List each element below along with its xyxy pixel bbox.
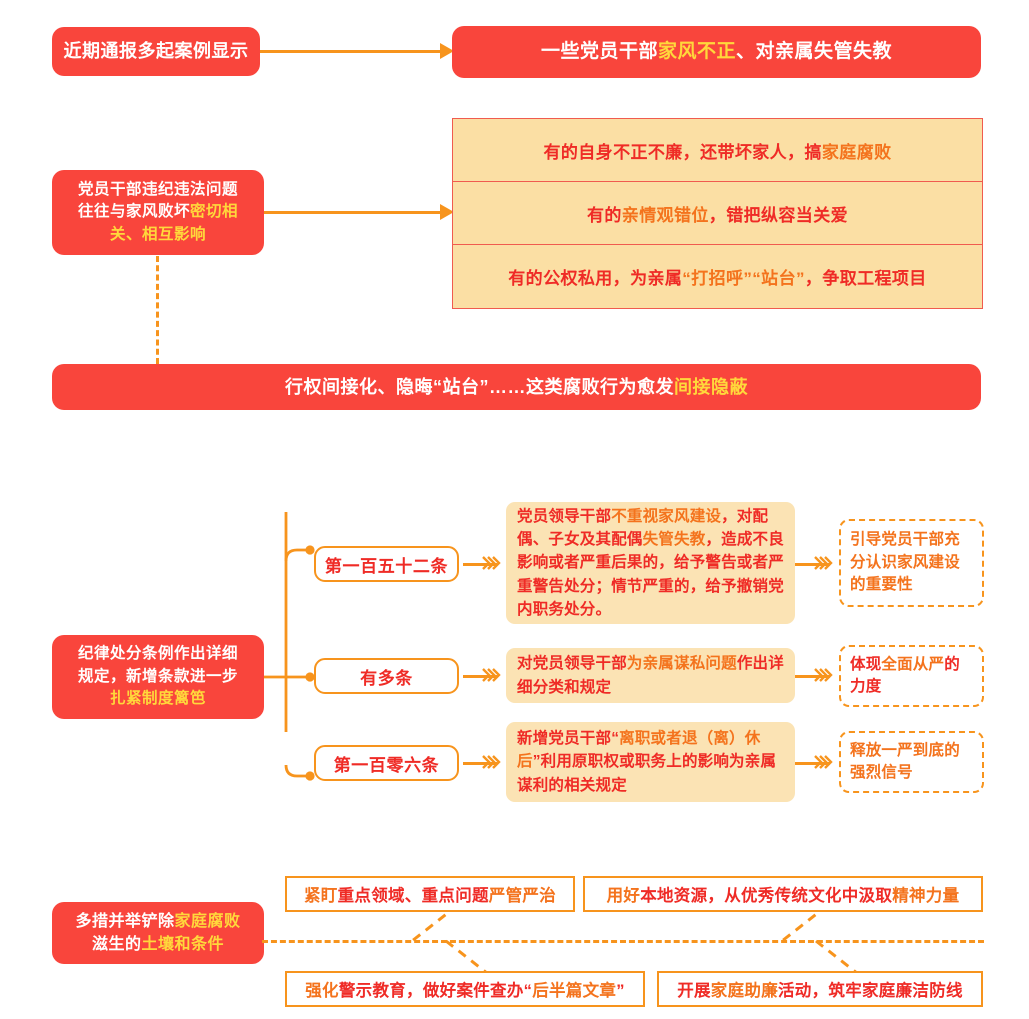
chevron-arrow-3-icon xyxy=(482,755,501,769)
chevron-arrow-out-3-icon xyxy=(814,755,833,769)
table-row: 有的公权私用，为亲属“打招呼”“站台”，争取工程项目 xyxy=(452,244,983,309)
branch-outcome-1: 引导党员干部充分认识家风建设的重要性 xyxy=(839,519,984,607)
s2-left-line2: 往往与家风败坏密切相 xyxy=(77,203,239,221)
connector-line-outcome-3 xyxy=(795,762,830,765)
s4-left-line2: 滋生的土壤和条件 xyxy=(91,936,225,953)
section2-bottom-banner: 行权间接化、隐晦“站台”……这类腐败行为愈发间接隐蔽 xyxy=(52,364,981,410)
chevron-arrow-out-1-icon xyxy=(814,556,833,570)
branch-label-3[interactable]: 第一百零六条 xyxy=(314,745,459,781)
connector-line-branch-2 xyxy=(463,675,497,678)
branch-content-1-text: 党员领导干部不重视家风建设，对配偶、子女及其配偶失管失教，造成不良影响或者严重后… xyxy=(517,507,784,618)
measure-bottom-2-text: 开展家庭助廉活动，筑牢家庭廉洁防线 xyxy=(677,982,963,1000)
chevron-arrow-2-icon xyxy=(482,668,501,682)
connector-line-1 xyxy=(260,50,448,53)
chevron-arrow-1-icon xyxy=(482,556,501,570)
branch-content-1: 党员领导干部不重视家风建设，对配偶、子女及其配偶失管失教，造成不良影响或者严重后… xyxy=(506,502,795,624)
branch-outcome-3: 释放一严到底的强烈信号 xyxy=(839,731,984,793)
section2-table: 有的自身不正不廉，还带坏家人，搞家庭腐败 有的亲情观错位，错把纵容当关爱 有的公… xyxy=(452,118,983,309)
measure-box-top-1[interactable]: 紧盯重点领域、重点问题严管严治 xyxy=(285,876,575,912)
branch-label-1-text: 第一百五十二条 xyxy=(324,556,449,576)
table-row: 有的自身不正不廉，还带坏家人，搞家庭腐败 xyxy=(452,118,983,181)
source-label-box: 近期通报多起案例显示 xyxy=(52,27,260,76)
connector-dashed-horizontal xyxy=(262,940,984,943)
s2-left-line1: 党员干部违纪违法问题 xyxy=(77,180,238,198)
source-label-text: 近期通报多起案例显示 xyxy=(63,41,249,62)
branch-outcome-2: 体现全面从严的力度 xyxy=(839,645,984,707)
measure-top-2-text: 用好本地资源，从优秀传统文化中汲取精神力量 xyxy=(606,887,960,905)
top-banner-highlight: 家风不正 xyxy=(657,41,736,63)
table-row: 有的亲情观错位，错把纵容当关爱 xyxy=(452,181,983,244)
measure-box-top-2[interactable]: 用好本地资源，从优秀传统文化中汲取精神力量 xyxy=(583,876,983,912)
branch-content-3-text: 新增党员干部“离职或者退（离）休后”利用原职权或职务上的影响为亲属谋利的相关规定 xyxy=(517,730,777,794)
s3-left-line3: 扎紧制度篱笆 xyxy=(109,690,206,708)
top-banner-text: 一些党员干部家风不正、对亲属失管失教 xyxy=(540,41,893,63)
connector-dashed-vertical-1 xyxy=(156,256,159,364)
row2-text: 有的亲情观错位，错把纵容当关爱 xyxy=(586,205,848,225)
top-banner: 一些党员干部家风不正、对亲属失管失教 xyxy=(452,26,981,78)
branch-outcome-1-text: 引导党员干部充分认识家风建设的重要性 xyxy=(850,531,960,594)
connector-line-outcome-1 xyxy=(795,563,830,566)
branch-bracket xyxy=(264,512,315,781)
connector-line-outcome-2 xyxy=(795,675,830,678)
section2-left-box: 党员干部违纪违法问题 往往与家风败坏密切相 关、相互影响 xyxy=(52,170,264,255)
row3-text: 有的公权私用，为亲属“打招呼”“站台”，争取工程项目 xyxy=(508,269,927,288)
measure-top-1-text: 紧盯重点领域、重点问题严管严治 xyxy=(303,887,556,905)
connector-line-branch-3 xyxy=(463,762,497,765)
branch-outcome-2-text: 体现全面从严的力度 xyxy=(850,655,960,695)
s3-left-line1: 纪律处分条例作出详细 xyxy=(77,645,238,663)
measure-box-bottom-1[interactable]: 强化警示教育，做好案件查办“后半篇文章” xyxy=(285,971,645,1007)
diagonal-connector-3 xyxy=(781,903,829,943)
chevron-arrow-out-2-icon xyxy=(814,668,833,682)
branch-label-2[interactable]: 有多条 xyxy=(314,658,459,694)
branch-content-2-text: 对党员领导干部为亲属谋私问题作出详细分类和规定 xyxy=(517,655,784,696)
diagonal-connector-1 xyxy=(411,903,459,943)
branch-outcome-3-text: 释放一严到底的强烈信号 xyxy=(850,741,960,781)
s2-left-line3: 关、相互影响 xyxy=(109,225,206,243)
s4-left-line1: 多措并举铲除家庭腐败 xyxy=(75,912,241,930)
s2-bottom-text: 行权间接化、隐晦“站台”……这类腐败行为愈发间接隐蔽 xyxy=(285,376,748,397)
connector-line-2 xyxy=(264,211,448,214)
s3-left-line2: 规定，新增条款进一步 xyxy=(77,667,238,685)
measure-box-bottom-2[interactable]: 开展家庭助廉活动，筑牢家庭廉洁防线 xyxy=(657,971,983,1007)
branch-content-2: 对党员领导干部为亲属谋私问题作出详细分类和规定 xyxy=(506,648,795,703)
connector-line-branch-1 xyxy=(463,563,497,566)
arrowhead-2 xyxy=(440,204,454,220)
branch-label-2-text: 有多条 xyxy=(360,668,413,688)
measure-bottom-1-text: 强化警示教育，做好案件查办“后半篇文章” xyxy=(305,982,625,1000)
arrowhead-1 xyxy=(440,43,454,59)
section4-left-box: 多措并举铲除家庭腐败 滋生的土壤和条件 xyxy=(52,902,264,964)
branch-label-1[interactable]: 第一百五十二条 xyxy=(314,546,459,582)
section3-left-box: 纪律处分条例作出详细 规定，新增条款进一步 扎紧制度篱笆 xyxy=(52,635,264,719)
branch-label-3-text: 第一百零六条 xyxy=(333,755,440,775)
row1-text: 有的自身不正不廉，还带坏家人，搞家庭腐败 xyxy=(543,142,892,162)
branch-content-3: 新增党员干部“离职或者退（离）休后”利用原职权或职务上的影响为亲属谋利的相关规定 xyxy=(506,722,795,802)
